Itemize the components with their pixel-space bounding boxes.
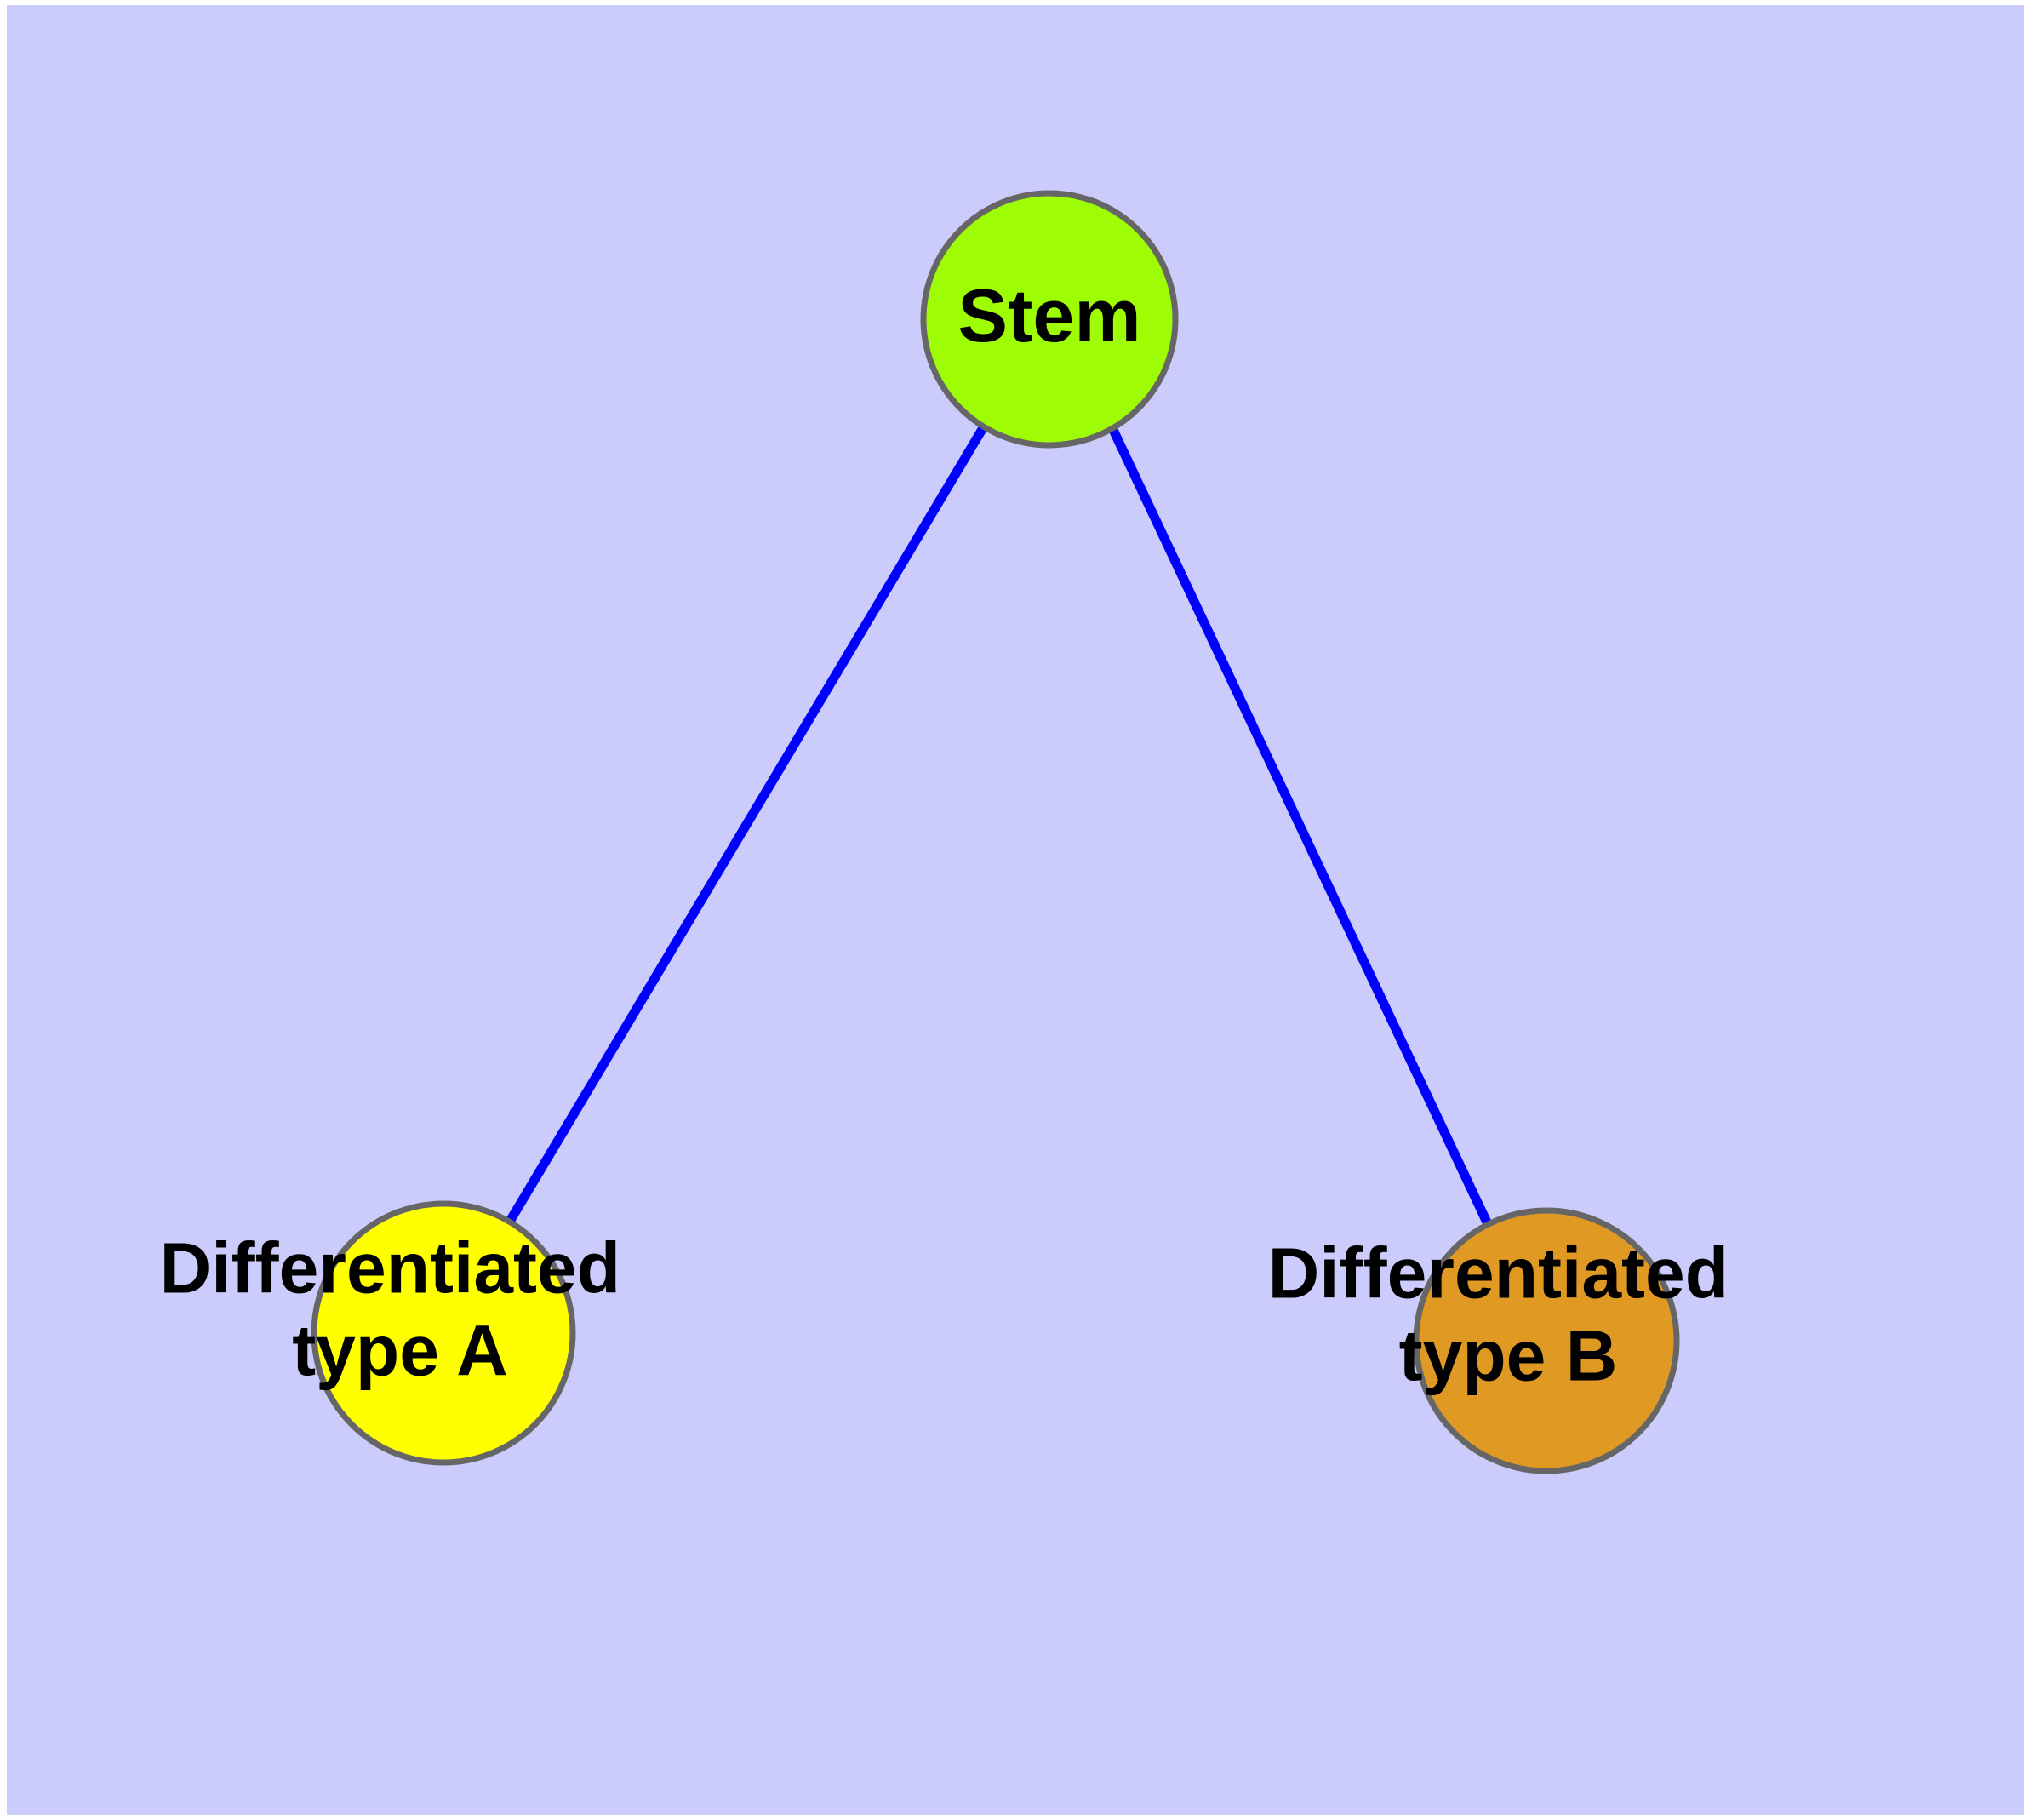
node-stem[interactable]: Stem: [920, 190, 1179, 449]
node-differentiated-type-b[interactable]: Differentiated type B: [1268, 1207, 1749, 1474]
node-differentiated-type-b-circle[interactable]: [1413, 1207, 1680, 1474]
node-differentiated-type-b-label-line-1: Differentiated: [1268, 1233, 1729, 1313]
edge-stem-to-differentiated-type-b[interactable]: [1109, 427, 1493, 1228]
node-differentiated-type-a-label-line-2: type A: [292, 1310, 508, 1390]
node-group: Stem Differentiated type A Differentiate…: [160, 190, 1749, 1474]
node-stem-label: Stem: [957, 273, 1140, 358]
node-differentiated-type-b-label: Differentiated type B: [1268, 1233, 1749, 1396]
node-differentiated-type-a-label-line-1: Differentiated: [160, 1228, 620, 1308]
edge-group: [506, 424, 1493, 1228]
node-differentiated-type-b-label-line-2: type B: [1399, 1315, 1618, 1395]
node-stem-label-line-1: Stem: [957, 273, 1140, 358]
node-differentiated-type-a-circle[interactable]: [311, 1200, 576, 1466]
edge-stem-to-differentiated-type-a[interactable]: [506, 424, 988, 1222]
node-differentiated-type-a-label: Differentiated type A: [160, 1228, 641, 1391]
node-differentiated-type-a[interactable]: Differentiated type A: [160, 1200, 641, 1466]
node-stem-circle[interactable]: [920, 190, 1179, 449]
